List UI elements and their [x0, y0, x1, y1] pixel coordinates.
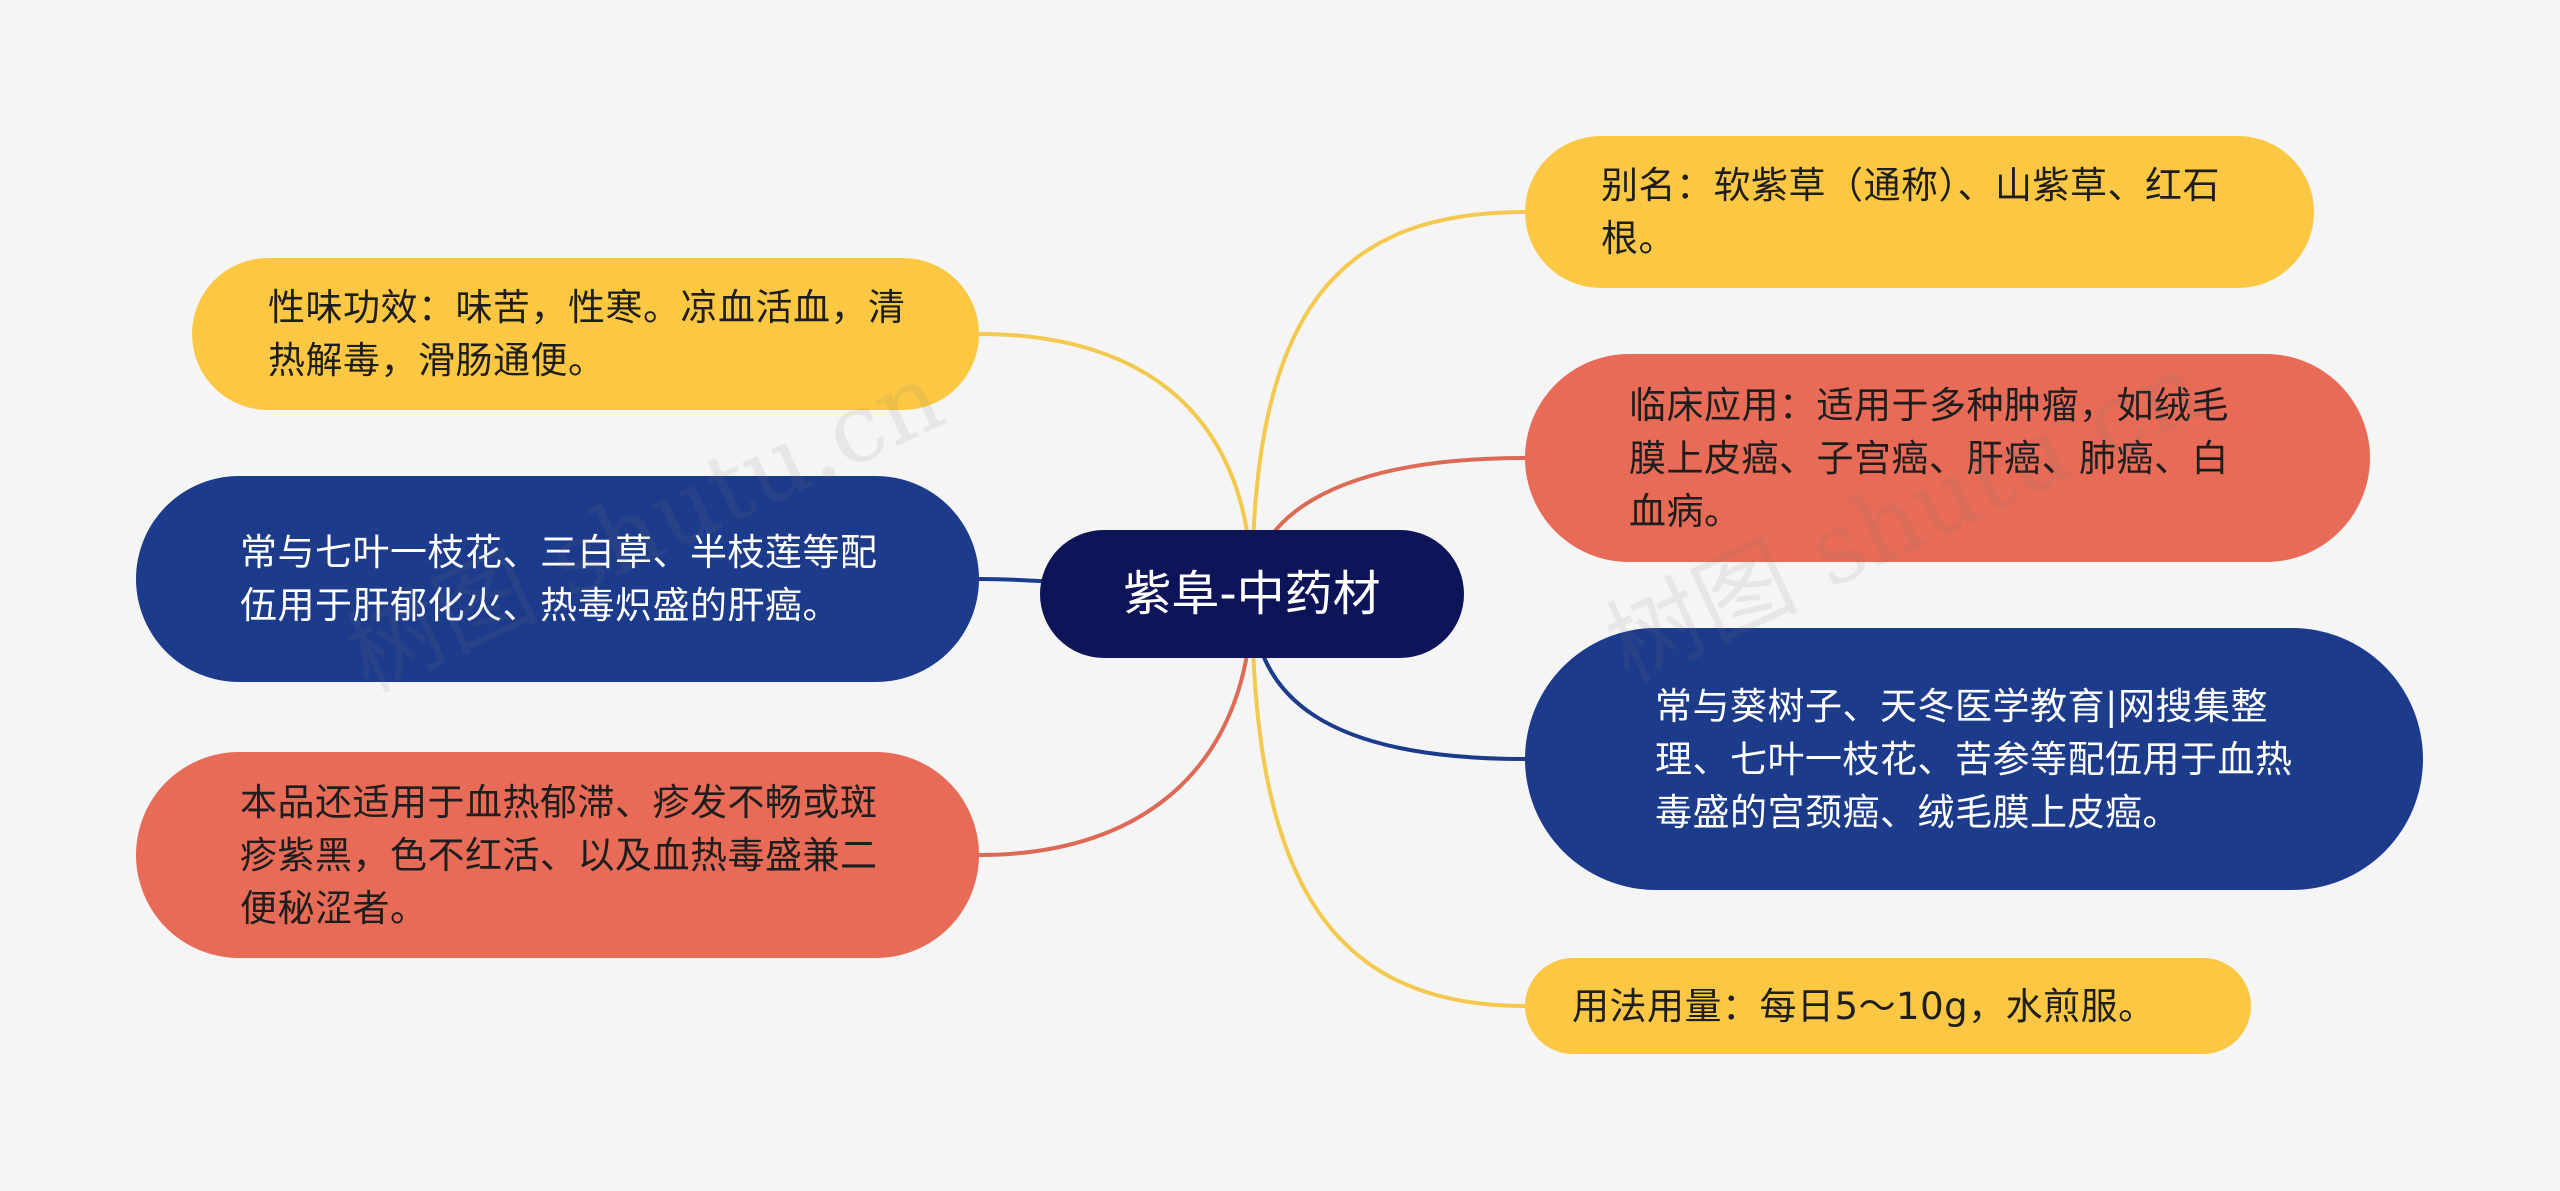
- topic-node-label: 用法用量：每日5～10g，水煎服。: [1572, 984, 2156, 1028]
- topic-node-dosage[interactable]: 用法用量：每日5～10g，水煎服。: [1525, 958, 2251, 1054]
- topic-node-label: 常与葵树子、天冬医学教育|网搜集整理、七叶一枝花、苦参等配伍用于血热毒盛的宫颈癌…: [1655, 684, 2293, 834]
- topic-node-label: 常与七叶一枝花、三白草、半枝莲等配伍用于肝郁化火、热毒炽盛的肝癌。: [240, 531, 878, 627]
- topic-node-clinical-use[interactable]: 临床应用：适用于多种肿瘤，如绒毛膜上皮癌、子宫癌、肝癌、肺癌、白血病。: [1525, 354, 2370, 562]
- connector-r4: [1250, 593, 1526, 1008]
- root-node-label: 紫阜-中药材: [1123, 566, 1381, 622]
- topic-node-blood-heat[interactable]: 本品还适用于血热郁滞、疹发不畅或斑疹紫黑，色不红活、以及血热毒盛兼二便秘涩者。: [136, 752, 979, 958]
- topic-node-properties[interactable]: 性味功效：味苦，性寒。凉血活血，清热解毒，滑肠通便。: [192, 258, 979, 410]
- connector-r1: [1250, 210, 1526, 595]
- connector-l1: [978, 332, 1254, 595]
- topic-node-cervical-cancer[interactable]: 常与葵树子、天冬医学教育|网搜集整理、七叶一枝花、苦参等配伍用于血热毒盛的宫颈癌…: [1525, 628, 2423, 890]
- root-node[interactable]: 紫阜-中药材: [1040, 530, 1464, 658]
- topic-node-label: 性味功效：味苦，性寒。凉血活血，清热解毒，滑肠通便。: [268, 286, 906, 382]
- topic-node-label: 别名：软紫草（通称）、山紫草、红石根。: [1601, 164, 2220, 260]
- topic-node-label: 临床应用：适用于多种肿瘤，如绒毛膜上皮癌、子宫癌、肝癌、肺癌、白血病。: [1629, 383, 2229, 533]
- topic-node-label: 本品还适用于血热郁滞、疹发不畅或斑疹紫黑，色不红活、以及血热毒盛兼二便秘涩者。: [240, 780, 878, 930]
- topic-node-liver-cancer[interactable]: 常与七叶一枝花、三白草、半枝莲等配伍用于肝郁化火、热毒炽盛的肝癌。: [136, 476, 979, 682]
- topic-node-alias[interactable]: 别名：软紫草（通称）、山紫草、红石根。: [1525, 136, 2314, 288]
